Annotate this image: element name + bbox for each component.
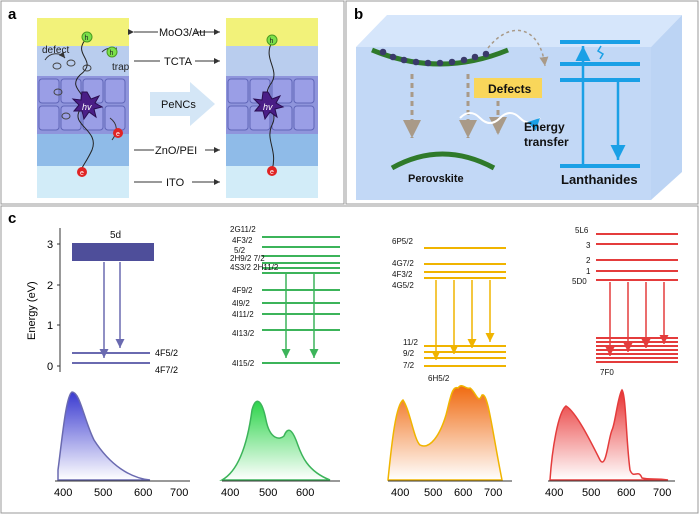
xtick: 600 [617,487,635,499]
defect-label: defect [42,45,69,56]
energy-transfer-label-1: Energy [524,120,565,134]
sm-level-label: 6P5/2 [392,237,413,246]
layer-label-zno: ZnO/PEI [155,145,197,157]
ce-energy-levels: 5d 4F5/2 4F7/2 [72,230,178,375]
ce-level-label: 4F5/2 [155,348,178,358]
xtick: 600 [454,487,472,499]
eu-level-label: 2 [586,256,591,265]
device-stack-left: hv h h e e defect trap [37,18,130,198]
spectrum-tb: 400 500 600 [219,400,340,499]
hole-label: h [110,50,114,57]
ytick-2: 2 [47,280,53,292]
xtick: 400 [221,487,239,499]
ytick-0: 0 [47,361,53,373]
eu-level-label: 7F0 [600,368,614,377]
energy-transfer-label-2: transfer [524,135,569,149]
energy-transfer-box: Defects Energy transfer Perovskite Lanth… [356,15,682,200]
xtick: 600 [134,487,152,499]
sm-energy-levels: 6P5/2 4G7/2 4F3/2 4G5/2 11/2 9/2 7/2 6H5… [392,237,506,383]
layer-label-ito: ITO [166,177,185,189]
sm-level-label: 4G7/2 [392,259,414,268]
tb-level-label: 5/2 [234,246,246,255]
hole-label: h [270,38,274,45]
xtick: 500 [582,487,600,499]
ytick-1: 1 [47,320,53,332]
tb-level-label: 4F3/2 [232,236,253,245]
layer-label-moo3: MoO3/Au [159,27,205,39]
photon-label: hv [82,102,92,112]
eu-level-label: 3 [586,241,591,250]
spectrum-eu: 400 500 600 700 [545,388,675,499]
xtick: 500 [259,487,277,499]
ce-5d-label: 5d [110,230,121,241]
panel-a-label: a [8,6,17,23]
device-stack-right: hv h e [226,18,318,198]
xtick: 400 [545,487,563,499]
xtick: 700 [170,487,188,499]
eu-level-label: 5L6 [575,226,589,235]
eu-level-label: 1 [586,267,591,276]
xtick: 500 [424,487,442,499]
sm-level-label: 11/2 [403,338,419,347]
lanthanides-label: Lanthanides [561,172,638,187]
spectrum-ce: 400 500 600 700 [54,391,190,499]
tb-level-label: 4I11/2 [232,310,254,319]
tb-level-label: 4I15/2 [232,359,255,368]
perovskite-label: Perovskite [408,173,464,185]
big-arrow [150,82,215,126]
eu-level-label: 5D0 [572,277,587,286]
sm-level-label: 4G5/2 [392,281,414,290]
xtick: 400 [54,487,72,499]
spectrum-sm: 400 500 600 700 [387,385,512,499]
hole-label: h [85,35,89,42]
sm-level-label: 4F3/2 [392,270,413,279]
ce-level-label: 4F7/2 [155,365,178,375]
tb-energy-levels: 2G11/2 4F3/2 5/2 2H9/2 7/2 4S3/2 2H11/2 … [230,225,340,368]
layer-label-pencs-on-arrow: PeNCs [161,99,196,111]
tb-level-label: 2G11/2 [230,225,256,234]
sm-level-label: 9/2 [403,349,415,358]
defects-label: Defects [488,82,532,96]
electron-label: e [80,170,84,177]
electron-label: e [270,169,274,176]
xtick: 600 [296,487,314,499]
panel-b-label: b [354,6,363,23]
panel-c-label: c [8,210,16,227]
xtick: 700 [484,487,502,499]
tb-level-label: 4I13/2 [232,329,255,338]
xtick: 700 [653,487,671,499]
yaxis-label: Energy (eV) [26,281,38,340]
electron-label: e [116,131,120,138]
tb-level-label: 4S3/2 2H11/2 [230,263,279,272]
ytick-3: 3 [47,239,53,251]
tb-level-label: 4I9/2 [232,299,250,308]
xtick: 400 [391,487,409,499]
tb-level-label: 4F9/2 [232,286,253,295]
trap-label: trap [112,62,130,73]
energy-axis: 0 1 2 3 Energy (eV) [26,228,61,373]
sm-level-label: 6H5/2 [428,374,450,383]
sm-level-label: 7/2 [403,361,415,370]
layer-label-tcta: TCTA [164,56,193,68]
xtick: 500 [94,487,112,499]
photon-label: hv [263,102,273,112]
tb-level-label: 2H9/2 7/2 [230,254,265,263]
eu-energy-levels: 5L6 3 2 1 5D0 7F0 [572,226,678,377]
